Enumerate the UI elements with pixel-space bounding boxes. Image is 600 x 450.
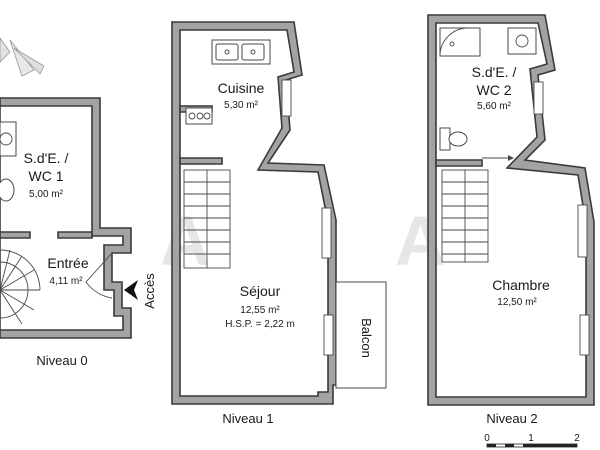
room-name-sejour: Séjour (240, 283, 281, 299)
spiral-staircase-icon (0, 249, 41, 325)
level-2-walls (427, 14, 595, 406)
scale-bar: 0 1 2 (484, 433, 580, 448)
room-name-sde-wc1-line2: WC 1 (29, 168, 64, 184)
room-area-cuisine: 5,30 m² (224, 100, 259, 111)
room-name-entree: Entrée (47, 255, 88, 271)
level-1-walls (171, 21, 337, 405)
level-1-title: Niveau 1 (222, 411, 273, 426)
entry-door-swing (85, 252, 113, 299)
balcony-outline (335, 281, 387, 389)
toilet-icon (439, 127, 468, 151)
level-0-plan (0, 97, 132, 339)
room-area-sde-wc1: 5,00 m² (29, 189, 64, 200)
room-area-sejour: 12,55 m² (240, 305, 280, 316)
svg-text:A: A (395, 202, 446, 280)
room-name-sde-wc1-line1: S.d'E. / (24, 150, 69, 166)
level-2-plan (427, 14, 595, 406)
room-name-balcon: Balcon (359, 318, 374, 358)
staircase-icon (183, 169, 231, 269)
compass-rays (0, 37, 45, 77)
svg-text:A: A (160, 202, 211, 280)
scale-tick-0: 0 (484, 433, 490, 444)
room-name-chambre: Chambre (492, 277, 550, 293)
level-0-title: Niveau 0 (36, 353, 87, 368)
room-name-cuisine: Cuisine (218, 80, 265, 96)
room-area-entree: 4,11 m² (49, 276, 83, 287)
staircase-icon (441, 169, 489, 263)
shower-icon (439, 27, 481, 57)
washbasin-icon (507, 27, 537, 55)
access-arrow-icon (124, 280, 138, 300)
room-hsp-sejour: H.S.P. = 2,22 m (225, 319, 295, 330)
scale-tick-2: 2 (574, 433, 580, 444)
washbasin-icon (0, 121, 17, 157)
room-area-chambre: 12,50 m² (497, 297, 537, 308)
kitchen-sink-icon (211, 39, 271, 65)
level-2-title: Niveau 2 (486, 411, 537, 426)
room-name-sde-wc2-line1: S.d'E. / (472, 64, 517, 80)
hob-icon (185, 107, 213, 125)
toilet-icon (0, 178, 15, 202)
level-1-plan (171, 21, 387, 405)
watermark: A A (160, 202, 446, 280)
room-name-sde-wc2-line2: WC 2 (477, 82, 512, 98)
room-area-sde-wc2: 5,60 m² (477, 101, 512, 112)
scale-tick-1: 1 (528, 433, 534, 444)
access-label: Accès (142, 273, 157, 309)
